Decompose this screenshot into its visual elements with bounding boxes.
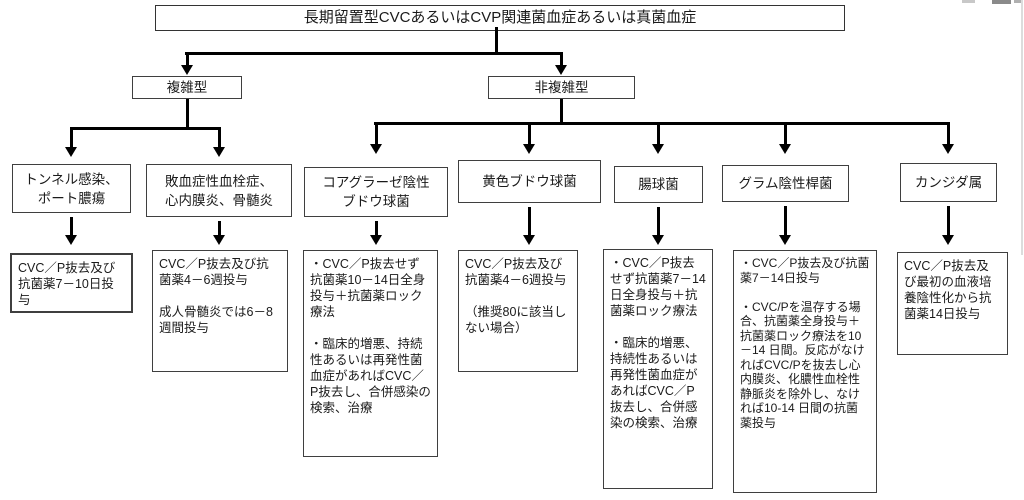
- connector-line: [947, 122, 950, 145]
- branch-uncomplicated-box: 非複雑型: [488, 76, 635, 99]
- arrow-down-icon: [212, 147, 225, 157]
- arrow-down-icon: [779, 144, 791, 154]
- arrow-down-icon: [942, 144, 954, 154]
- treatment-box-candida: CVC／P抜去及び最初の血液培養陰性化から抗菌薬14日投与: [897, 252, 1008, 355]
- condition-box-enterococcus: 腸球菌: [614, 166, 703, 203]
- arrow-down-icon: [369, 144, 382, 154]
- arrow-down-icon: [523, 144, 535, 154]
- branch-complicated-box: 複雑型: [132, 76, 242, 99]
- arrow-down-icon: [652, 235, 664, 245]
- condition-box-gram-negative-rods: グラム陰性桿菌: [722, 165, 849, 202]
- connector-line: [560, 52, 563, 66]
- arrow-down-icon: [942, 235, 954, 245]
- connector-line: [185, 52, 563, 55]
- arrow-down-icon: [779, 235, 791, 245]
- connector-line: [70, 127, 73, 148]
- treatment-box-coagulase-negative-staph: ・CVC／P抜去せず抗菌薬10－14日全身投与＋抗菌薬ロック療法 ・臨床的増悪、…: [303, 250, 438, 457]
- condition-box-staph-aureus: 黄色ブドウ球菌: [458, 160, 601, 203]
- connector-line: [217, 127, 221, 148]
- connector-line: [374, 122, 378, 145]
- treatment-box-gram-negative-rods: ・CVC／P抜去及び抗菌薬7－14日投与 ・CVC/Pを温存する場合、抗菌薬全身…: [733, 250, 877, 493]
- connector-line: [657, 122, 660, 145]
- arrow-down-icon: [212, 235, 225, 245]
- arrow-down-icon: [65, 235, 77, 245]
- treatment-box-staph-aureus: CVC／P抜去及び抗菌薬4－6週投与 （推奨80に該当しない場合）: [458, 250, 578, 372]
- connector-line: [657, 207, 660, 236]
- arrow-down-icon: [65, 147, 77, 157]
- cropped-text-fragment: [1014, 0, 1022, 3]
- condition-box-coagulase-negative-staph: コアグラーゼ陰性 ブドウ球菌: [304, 167, 448, 217]
- treatment-box-enterococcus: ・CVC／P抜去せず抗菌薬7－14日全身投与＋抗菌薬ロック療法 ・臨床的増悪、持…: [603, 249, 713, 489]
- arrow-down-icon: [555, 65, 567, 75]
- cropped-text-fragment: [992, 0, 1011, 4]
- treatment-box-septic-thrombosis: CVC／P抜去及び抗菌薬4－6週投与 成人骨髄炎では6－8週間投与: [152, 250, 288, 372]
- treatment-box-tunnel-infection: CVC／P抜去及び抗菌薬7－10日投与: [10, 253, 133, 313]
- connector-line: [528, 122, 531, 145]
- connector-line: [185, 99, 189, 127]
- connector-line: [70, 217, 73, 236]
- connector-line: [784, 206, 787, 236]
- condition-box-septic-thrombosis: 敗血症性血栓症、 心内膜炎、骨髄炎: [146, 164, 292, 217]
- condition-box-tunnel-infection: トンネル感染、 ポート膿瘍: [12, 164, 131, 213]
- connector-line: [70, 127, 220, 130]
- connector-line: [784, 122, 787, 145]
- connector-line: [947, 206, 950, 236]
- connector-line: [374, 122, 950, 125]
- cropped-text-fragment: [962, 0, 975, 3]
- connector-line: [560, 99, 563, 122]
- condition-box-candida: カンジダ属: [900, 163, 997, 202]
- connector-line: [217, 221, 221, 236]
- arrow-down-icon: [523, 235, 535, 245]
- title-box: 長期留置型CVCあるいはCVP関連菌血症あるいは真菌血症: [155, 5, 845, 31]
- connector-line: [495, 27, 498, 52]
- arrow-down-icon: [369, 235, 382, 245]
- arrow-down-icon: [180, 65, 193, 75]
- page-edge-line: [1021, 0, 1023, 255]
- arrow-down-icon: [652, 144, 664, 154]
- connector-line: [185, 52, 189, 66]
- connector-line: [374, 221, 378, 236]
- connector-line: [528, 207, 531, 236]
